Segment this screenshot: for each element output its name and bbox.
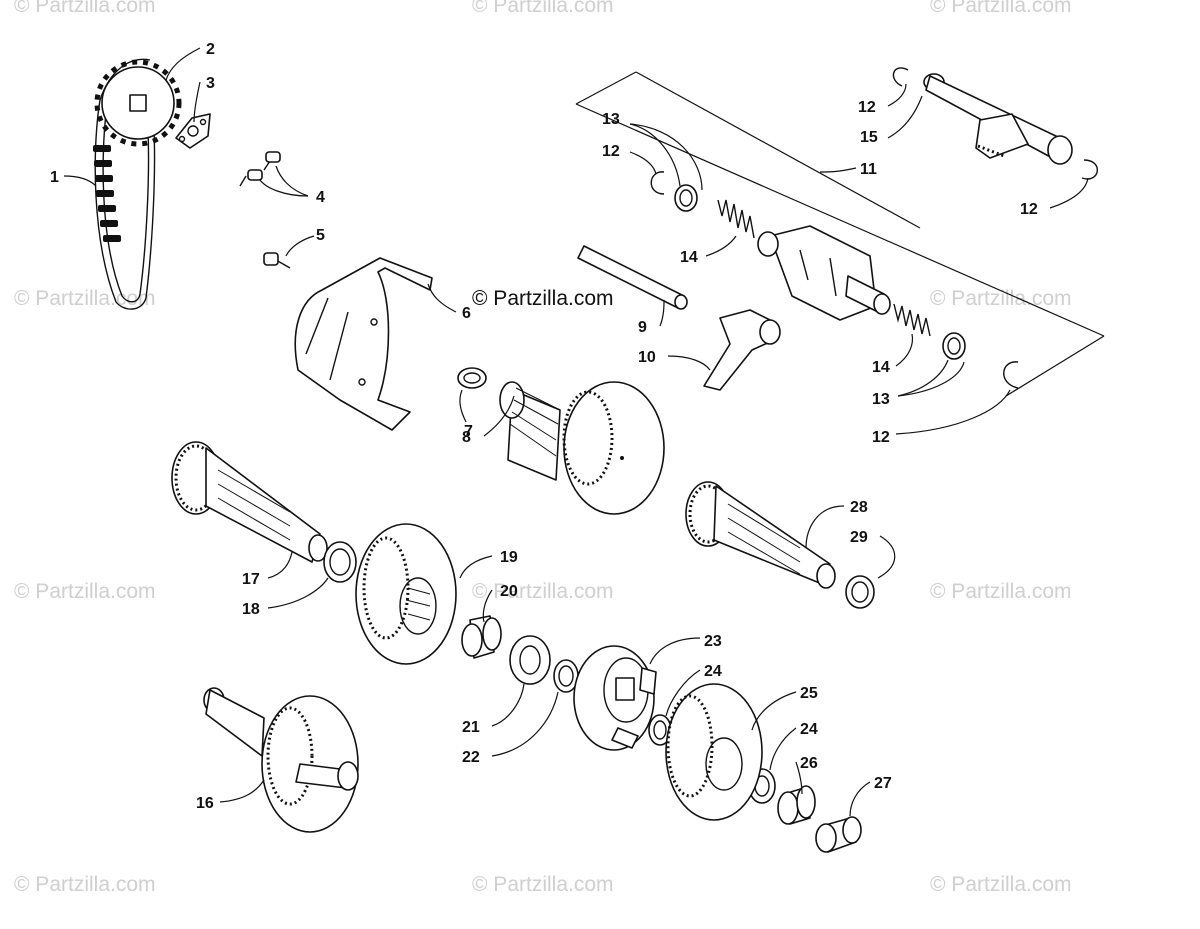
watermark-mid-right: © Partzilla.com [930,287,1072,310]
part-circlips-12 [650,67,1098,389]
part-lock-plate [175,113,211,149]
watermark-top-center: © Partzilla.com [472,0,614,17]
callout-25: 25 [800,685,818,702]
callout-5: 5 [316,227,325,244]
part-gear-shaft-8 [499,381,665,515]
callout-12-right: 12 [1020,201,1038,218]
part-circlip-7 [457,367,487,389]
part-spline-washer-21 [509,635,551,685]
callout-24-upper: 24 [704,663,722,680]
part-gear-shaft-16 [203,687,359,833]
callout-29: 29 [850,529,868,546]
part-gear-25 [665,683,763,821]
leader-lines [63,47,1089,817]
watermark-mid-left: © Partzilla.com [14,287,156,310]
callout-12-bottom: 12 [872,429,890,446]
callout-21: 21 [462,719,480,736]
part-sprocket [94,59,182,147]
part-bushing-26 [777,785,816,825]
part-circlip-29 [845,575,875,609]
watermark-bottom-right: © Partzilla.com [930,873,1072,896]
watermark-top-left: © Partzilla.com [14,0,156,17]
part-gear-19 [355,523,457,665]
callout-2: 2 [206,41,215,58]
callout-18: 18 [242,601,260,618]
callout-26: 26 [800,755,818,772]
watermark-lower-left: © Partzilla.com [14,580,156,603]
part-pin [577,245,688,310]
watermark-top-right: © Partzilla.com [930,0,1072,17]
part-bushing-27 [815,816,862,853]
callout-9: 9 [638,319,647,336]
callout-7: 7 [464,423,473,440]
watermark-bottom-center: © Partzilla.com [472,873,614,896]
watermark-lower-center: © Partzilla.com [472,580,614,603]
callout-12-top: 12 [858,99,876,116]
callout-19: 19 [500,549,518,566]
watermark-lower-right: © Partzilla.com [930,580,1072,603]
part-bolts [239,151,281,187]
part-chain-cover [294,257,433,431]
part-shift-shaft [923,73,1073,165]
callout-27: 27 [874,775,892,792]
part-washer-18 [323,541,357,583]
part-chain [93,58,156,310]
callout-22: 22 [462,749,480,766]
part-dog-clutch [573,645,657,751]
part-washers-13 [674,184,966,360]
callout-16: 16 [196,795,214,812]
part-shift-fork [703,309,781,391]
callout-10: 10 [638,349,656,366]
callout-17: 17 [242,571,260,588]
callout-23: 23 [704,633,722,650]
callout-3: 3 [206,75,215,92]
part-springs-14 [717,199,931,337]
part-bolt [263,252,291,269]
callout-20: 20 [500,583,518,600]
part-bushing-20 [461,615,502,659]
callout-28: 28 [850,499,868,516]
part-shift-drum [757,225,891,321]
part-shaft-17 [171,441,328,563]
watermark-bottom-left: © Partzilla.com [14,873,156,896]
callouts: 1 2 3 4 5 6 7 8 9 10 11 12 12 12 12 13 1… [50,41,1038,812]
callout-15: 15 [860,129,878,146]
callout-14-right: 14 [872,359,890,376]
bracket-11 [575,71,1105,397]
brand-label: © Partzilla.com [472,287,614,310]
callout-14-left: 14 [680,249,698,266]
part-shaft-28 [685,481,836,589]
callout-12-left: 12 [602,143,620,160]
callout-4: 4 [316,189,325,206]
callout-11: 11 [860,161,877,178]
watermarks: © Partzilla.com © Partzilla.com © Partzi… [14,0,1072,896]
callout-8: 8 [462,429,471,446]
callout-6: 6 [462,305,471,322]
callout-1: 1 [50,169,59,186]
callout-24-lower: 24 [800,721,818,738]
part-circlip-22 [553,659,579,693]
callout-13-bottom: 13 [872,391,890,408]
callout-13-top: 13 [602,111,620,128]
